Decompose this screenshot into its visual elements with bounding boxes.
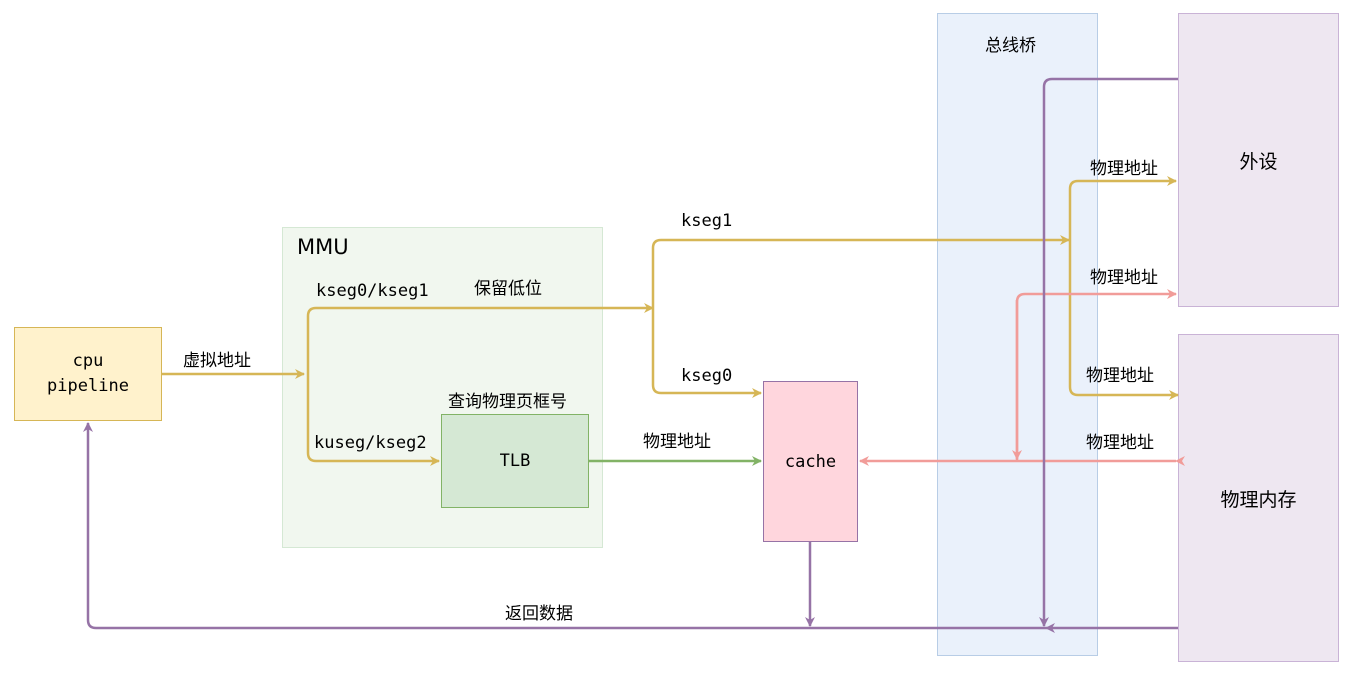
label-to-peripheral-pink: 物理地址	[1090, 268, 1158, 288]
physical-memory-label: 物理内存	[1220, 488, 1297, 511]
label-to-memory-yellow: 物理地址	[1086, 366, 1154, 386]
label-return-data: 返回数据	[505, 604, 573, 624]
tlb-caption: 查询物理页框号	[448, 392, 567, 412]
bus-bridge-title: 总线桥	[985, 36, 1036, 56]
label-keep-low-bits: 保留低位	[474, 279, 542, 299]
label-kseg01: kseg0/kseg1	[316, 281, 429, 301]
edge-kseg1	[651, 235, 1070, 308]
cpu-pipeline-box: cpu pipeline	[14, 327, 162, 421]
edge-kseg01	[306, 303, 654, 374]
label-to-memory-pink: 物理地址	[1086, 433, 1154, 453]
cpu-label-line2: pipeline	[47, 376, 129, 396]
tlb-box: TLB	[441, 414, 589, 508]
edge-return-data	[83, 422, 1046, 630]
edge-kseg0	[651, 308, 762, 398]
edge-peripheral-return	[1039, 77, 1178, 627]
cache-label: cache	[784, 451, 837, 472]
edge-to-peripheral-yellow	[1068, 176, 1177, 240]
cpu-label-line1: cpu	[72, 351, 104, 371]
label-to-peripheral-yellow: 物理地址	[1090, 159, 1158, 179]
tlb-label: TLB	[499, 451, 531, 471]
label-kseg1: kseg1	[681, 211, 733, 231]
peripheral-label: 外设	[1239, 150, 1278, 173]
peripheral-box: 外设	[1178, 13, 1339, 307]
label-tlb-to-cache: 物理地址	[643, 432, 711, 452]
cache-box: cache	[763, 381, 858, 542]
label-virtual-address: 虚拟地址	[183, 351, 251, 371]
label-kseg0: kseg0	[681, 366, 733, 386]
edge-to-memory-yellow	[1068, 240, 1179, 400]
edge-kuseg-kseg2	[306, 374, 440, 466]
physical-memory-box: 物理内存	[1178, 334, 1339, 662]
mmu-title: MMU	[297, 235, 349, 259]
label-kuseg-kseg2: kuseg/kseg2	[314, 433, 427, 453]
